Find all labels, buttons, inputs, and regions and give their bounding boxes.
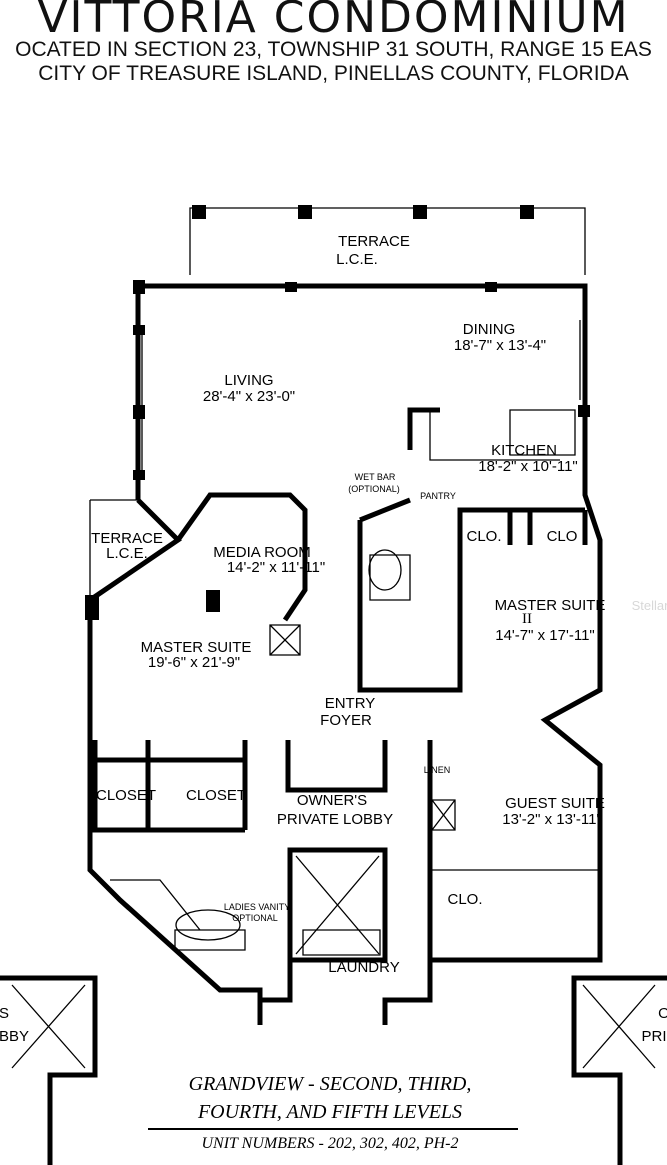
caption-line-1: GRANDVIEW - SECOND, THIRD, xyxy=(188,1073,472,1095)
terrace-outline xyxy=(189,205,586,275)
media-room-dims: 14'-2" x 11'-11" xyxy=(227,559,325,576)
master-suite-dims: 19'-6" x 21'-9" xyxy=(148,654,240,671)
terrace-left-sub: L.C.E. xyxy=(106,545,148,562)
kitchen-label: KITCHEN xyxy=(491,442,557,459)
terrace-left-label: TERRACE xyxy=(91,530,163,547)
master-suite-2-label: MASTER SUITE xyxy=(495,597,606,614)
dining-label: DINING xyxy=(463,321,516,338)
right-neighbor-unit: O PRI xyxy=(571,975,667,1165)
caption-unit-numbers: UNIT NUMBERS - 202, 302, 402, PH-2 xyxy=(201,1135,459,1152)
terrace-top-sub: L.C.E. xyxy=(336,251,378,268)
neighbor-label: S xyxy=(0,1005,9,1022)
laundry-label: LAUNDRY xyxy=(328,959,399,976)
wet-bar-sub: (OPTIONAL) xyxy=(348,484,400,494)
location-line: OCATED IN SECTION 23, TOWNSHIP 31 SOUTH,… xyxy=(15,38,652,61)
ladies-vanity-label: LADIES VANITY xyxy=(224,902,290,912)
owners-lobby-sub: PRIVATE LOBBY xyxy=(277,811,393,828)
caption-divider xyxy=(148,1128,518,1130)
living-label: LIVING xyxy=(224,372,273,389)
document-title: VITTORIA CONDOMINIUM xyxy=(37,0,630,43)
linen-label: LINEN xyxy=(424,765,451,775)
wet-bar-label: WET BAR xyxy=(355,472,396,482)
master-suite-label: MASTER SUITE xyxy=(141,639,252,656)
living-dims: 28'-4" x 23'-0" xyxy=(203,388,295,405)
closet-label: CLO. xyxy=(447,891,482,908)
media-room-label: MEDIA ROOM xyxy=(213,544,311,561)
closet-label: CLO xyxy=(547,528,578,545)
entry-label: ENTRY xyxy=(325,695,376,712)
foyer-label: FOYER xyxy=(320,712,372,729)
master-suite-2-dims: 14'-7" x 17'-11" xyxy=(495,627,595,644)
watermark: Stellar xyxy=(632,598,667,613)
caption-line-2: FOURTH, AND FIFTH LEVELS xyxy=(197,1101,463,1123)
ladies-vanity-sub: OPTIONAL xyxy=(232,913,278,923)
guest-suite-label: GUEST SUITE xyxy=(505,795,605,812)
terrace-top-label: TERRACE xyxy=(338,233,410,250)
closet-label: CLOSET xyxy=(186,787,246,804)
closet-label: CLOSET xyxy=(96,787,156,804)
closet-label: CLO. xyxy=(466,528,501,545)
pantry-label: PANTRY xyxy=(420,491,456,501)
neighbor-label: PRI xyxy=(641,1028,666,1045)
neighbor-label: O xyxy=(658,1005,667,1022)
left-neighbor-unit: S BBY xyxy=(0,975,98,1165)
exterior-walls xyxy=(85,280,603,1025)
guest-suite-dims: 13'-2" x 13'-11" xyxy=(502,811,602,828)
owners-lobby-label: OWNER'S xyxy=(297,792,367,809)
city-line: CITY OF TREASURE ISLAND, PINELLAS COUNTY… xyxy=(38,62,629,85)
dining-dims: 18'-7" x 13'-4" xyxy=(454,337,546,354)
neighbor-label: BBY xyxy=(0,1028,29,1045)
master-suite-2-numeral: II xyxy=(522,611,532,627)
kitchen-dims: 18'-2" x 10'-11" xyxy=(478,458,578,475)
